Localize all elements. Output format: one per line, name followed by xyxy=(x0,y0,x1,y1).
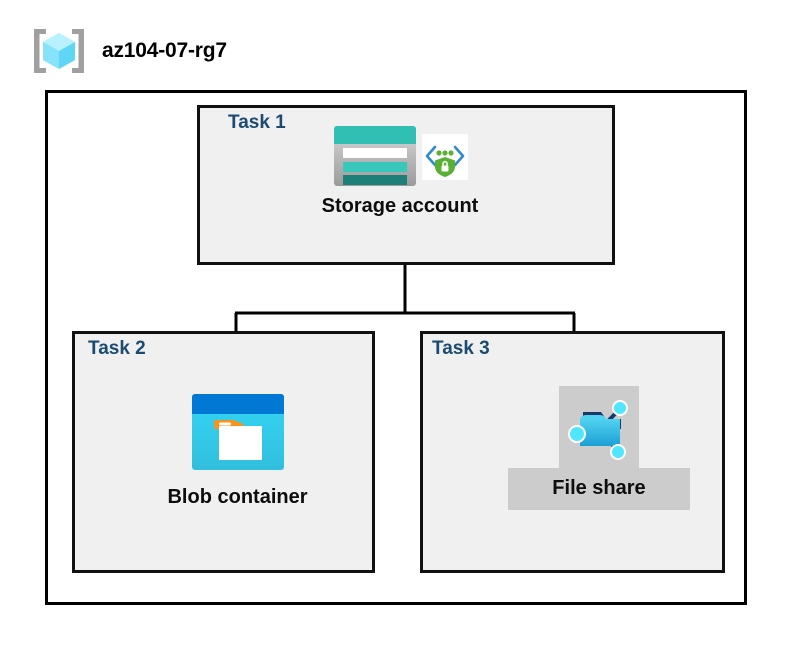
diagram-header: az104-07-rg7 xyxy=(30,26,227,76)
file-share-label-highlight: File share xyxy=(508,468,690,510)
node-storage-account: Storage account xyxy=(300,124,500,218)
storage-account-icon xyxy=(332,124,418,188)
blob-container-icon xyxy=(190,392,286,472)
storage-account-label: Storage account xyxy=(321,195,479,217)
azure-resource-group-icon xyxy=(30,26,88,76)
page-title: az104-07-rg7 xyxy=(102,39,227,62)
file-share-icon-highlight xyxy=(559,386,639,468)
secure-endpoint-icon xyxy=(422,124,468,180)
storage-account-icon-group xyxy=(332,124,468,188)
blob-container-label: Blob container xyxy=(167,486,308,508)
node-blob-container: Blob container xyxy=(150,392,325,509)
task-1-label: Task 1 xyxy=(228,112,286,133)
task-3-label: Task 3 xyxy=(432,338,490,359)
node-file-share: File share xyxy=(508,386,690,510)
task-2-label: Task 2 xyxy=(88,338,146,359)
file-share-label: File share xyxy=(552,477,646,499)
